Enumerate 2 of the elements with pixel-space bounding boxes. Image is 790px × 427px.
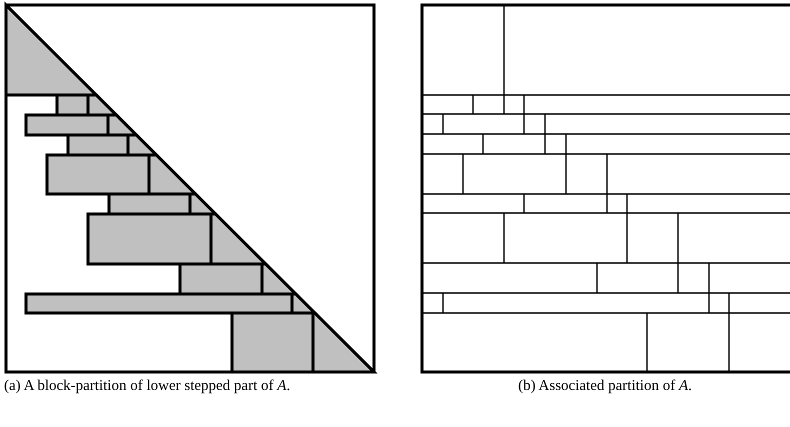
figure-caption: (b) Associated partition of A. [517,377,693,396]
figure-caption: (a) A block-partition of lower stepped part of A. [4,377,292,396]
